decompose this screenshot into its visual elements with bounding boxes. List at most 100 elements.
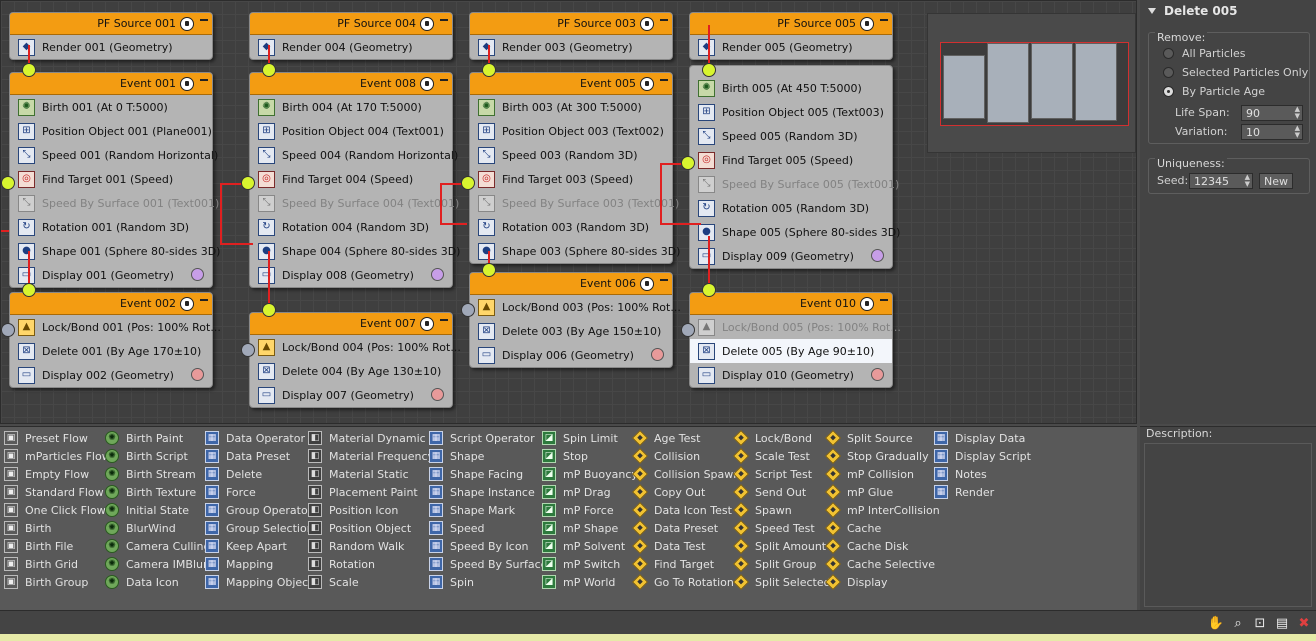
light-bulb-icon[interactable] xyxy=(180,296,194,311)
operator-row[interactable]: ◆Render 005 (Geometry) xyxy=(690,35,892,59)
minimize-icon[interactable] xyxy=(200,298,208,301)
depot-item[interactable]: ▦Render xyxy=(934,483,1031,501)
minimize-icon[interactable] xyxy=(200,78,208,81)
light-bulb-icon[interactable] xyxy=(420,316,434,331)
depot-item[interactable]: ◆Split Group xyxy=(733,555,831,573)
input-port[interactable] xyxy=(241,343,255,357)
depot-item[interactable]: ✺Camera IMBlur xyxy=(105,555,210,573)
display-color-swatch[interactable] xyxy=(871,249,884,262)
depot-item[interactable]: ▦Display Script xyxy=(934,447,1031,465)
depot-item[interactable]: ▣Empty Flow xyxy=(4,465,111,483)
depot-item[interactable]: ◪mP Shape xyxy=(542,519,638,537)
radio-by-particle-age[interactable]: By Particle Age xyxy=(1163,85,1265,98)
operator-row[interactable]: ⤡Speed 001 (Random Horizontal) xyxy=(10,143,218,167)
depot-item[interactable]: ▣Birth File xyxy=(4,537,111,555)
minimize-icon[interactable] xyxy=(440,18,448,21)
light-bulb-icon[interactable] xyxy=(180,76,194,91)
event-node-ev006[interactable]: Event 006▲Lock/Bond 003 (Pos: 100% Rot..… xyxy=(469,272,681,368)
depot-item[interactable]: ◆Split Amount xyxy=(733,537,831,555)
operator-row[interactable]: ◎Find Target 005 (Speed) xyxy=(690,148,892,172)
depot-item[interactable]: ▦Shape Mark xyxy=(429,501,547,519)
operator-row[interactable]: ⤡Speed 005 (Random 3D) xyxy=(690,124,892,148)
operator-row[interactable]: ⊠Delete 001 (By Age 170±10) xyxy=(10,339,212,363)
display-color-swatch[interactable] xyxy=(871,368,884,381)
light-bulb-icon[interactable] xyxy=(860,296,874,311)
operator-row[interactable]: ↻Rotation 003 (Random 3D) xyxy=(470,215,672,239)
depot-item[interactable]: ◆Cache xyxy=(825,519,940,537)
depot-item[interactable]: ✺Birth Script xyxy=(105,447,210,465)
depot-item[interactable]: ◆Collision Spawn xyxy=(632,465,740,483)
depot-item[interactable]: ▦Data Operator xyxy=(205,429,314,447)
depot-item[interactable]: ▦Force xyxy=(205,483,314,501)
spinner-arrows-icon[interactable]: ▲▼ xyxy=(1244,173,1250,188)
node-header[interactable]: Event 002 xyxy=(10,293,212,315)
depot-item[interactable]: ◪mP Buoyancy xyxy=(542,465,638,483)
connection-port[interactable] xyxy=(681,156,695,170)
depot-item[interactable]: ◧Position Object xyxy=(308,519,434,537)
depot-item[interactable]: ▦Spin xyxy=(429,573,547,591)
operator-row[interactable]: ⊞Position Object 003 (Text002) xyxy=(470,119,672,143)
depot-item[interactable]: ▣mParticles Flow xyxy=(4,447,111,465)
light-bulb-icon[interactable] xyxy=(420,76,434,91)
operator-row[interactable]: ⊠Delete 003 (By Age 150±10) xyxy=(470,319,672,343)
radio-selected-particles[interactable]: Selected Particles Only xyxy=(1163,66,1308,79)
depot-item[interactable]: ▦Keep Apart xyxy=(205,537,314,555)
operator-row[interactable]: ▲Lock/Bond 004 (Pos: 100% Rot... xyxy=(250,335,461,359)
depot-item[interactable]: ▣Birth Group xyxy=(4,573,111,591)
operator-row[interactable]: ◆Render 001 (Geometry) xyxy=(10,35,212,59)
operator-row[interactable]: ⊞Position Object 001 (Plane001) xyxy=(10,119,212,143)
operator-row[interactable]: ●Shape 003 (Sphere 80-sides 3D) xyxy=(470,239,680,263)
event-node-ev008[interactable]: Event 008✺Birth 004 (At 170 T:5000)⊞Posi… xyxy=(249,72,460,288)
node-header[interactable]: PF Source 004 xyxy=(250,13,452,35)
event-node-ev005[interactable]: Event 005✺Birth 003 (At 300 T:5000)⊞Posi… xyxy=(469,72,680,264)
depot-item[interactable]: ◪mP Drag xyxy=(542,483,638,501)
depot-item[interactable]: ✺BlurWind xyxy=(105,519,210,537)
operator-row[interactable]: ◆Render 004 (Geometry) xyxy=(250,35,452,59)
display-color-swatch[interactable] xyxy=(191,268,204,281)
event-node-ev002[interactable]: Event 002▲Lock/Bond 001 (Pos: 100% Rot..… xyxy=(9,292,221,388)
depot-item[interactable]: ✺Data Icon xyxy=(105,573,210,591)
depot-item[interactable]: ▦Speed xyxy=(429,519,547,537)
node-header[interactable]: Event 001 xyxy=(10,73,212,95)
depot-item[interactable]: ▦Mapping Object xyxy=(205,573,314,591)
event-node-pf003[interactable]: PF Source 003◆Render 003 (Geometry) xyxy=(469,12,673,60)
depot-item[interactable]: ✺Birth Stream xyxy=(105,465,210,483)
seed-spinner[interactable]: 12345▲▼ xyxy=(1189,173,1253,189)
connection-port[interactable] xyxy=(1,176,15,190)
depot-item[interactable]: ▦Script Operator xyxy=(429,429,547,447)
depot-item[interactable]: ◆Age Test xyxy=(632,429,740,447)
event-node-ev010[interactable]: Event 010▲Lock/Bond 005 (Pos: 100% Rot..… xyxy=(689,292,901,388)
depot-item[interactable]: ▦Group Operator xyxy=(205,501,314,519)
depot-item[interactable]: ◪mP Switch xyxy=(542,555,638,573)
input-port[interactable] xyxy=(1,323,15,337)
depot-item[interactable]: ◧Material Static xyxy=(308,465,434,483)
node-header[interactable]: PF Source 005 xyxy=(690,13,892,35)
event-node-pf004[interactable]: PF Source 004◆Render 004 (Geometry) xyxy=(249,12,453,60)
depot-item[interactable]: ▦Data Preset xyxy=(205,447,314,465)
operator-row[interactable]: ◎Find Target 004 (Speed) xyxy=(250,167,452,191)
rollout-header[interactable]: Delete 005 xyxy=(1140,0,1316,22)
depot-item[interactable]: ▦Shape xyxy=(429,447,547,465)
operator-row[interactable]: ▲Lock/Bond 001 (Pos: 100% Rot... xyxy=(10,315,221,339)
depot-item[interactable]: ▦Speed By Surface xyxy=(429,555,547,573)
depot-item[interactable]: ▦Speed By Icon xyxy=(429,537,547,555)
light-bulb-icon[interactable] xyxy=(180,16,194,31)
depot-item[interactable]: ◪mP Force xyxy=(542,501,638,519)
hand-icon[interactable]: ✋ xyxy=(1207,615,1225,631)
display-color-swatch[interactable] xyxy=(431,388,444,401)
depot-item[interactable]: ◧Material Dynamic xyxy=(308,429,434,447)
node-header[interactable]: Event 010 xyxy=(690,293,892,315)
variation-spinner[interactable]: 10▲▼ xyxy=(1241,124,1303,140)
operator-row[interactable]: ✺Birth 003 (At 300 T:5000) xyxy=(470,95,672,119)
depot-item[interactable]: ◆Find Target xyxy=(632,555,740,573)
depot-item[interactable]: ◆Copy Out xyxy=(632,483,740,501)
minimize-icon[interactable] xyxy=(660,78,668,81)
operator-row[interactable]: ⤡Speed 004 (Random Horizontal) xyxy=(250,143,458,167)
depot-item[interactable]: ◆Script Test xyxy=(733,465,831,483)
minimize-icon[interactable] xyxy=(880,298,888,301)
depot-item[interactable]: ▦Group Selection xyxy=(205,519,314,537)
depot-item[interactable]: ◆mP Glue xyxy=(825,483,940,501)
depot-item[interactable]: ◆Data Preset xyxy=(632,519,740,537)
depot-item[interactable]: ▣Standard Flow xyxy=(4,483,111,501)
operator-row[interactable]: ▲Lock/Bond 003 (Pos: 100% Rot... xyxy=(470,295,681,319)
